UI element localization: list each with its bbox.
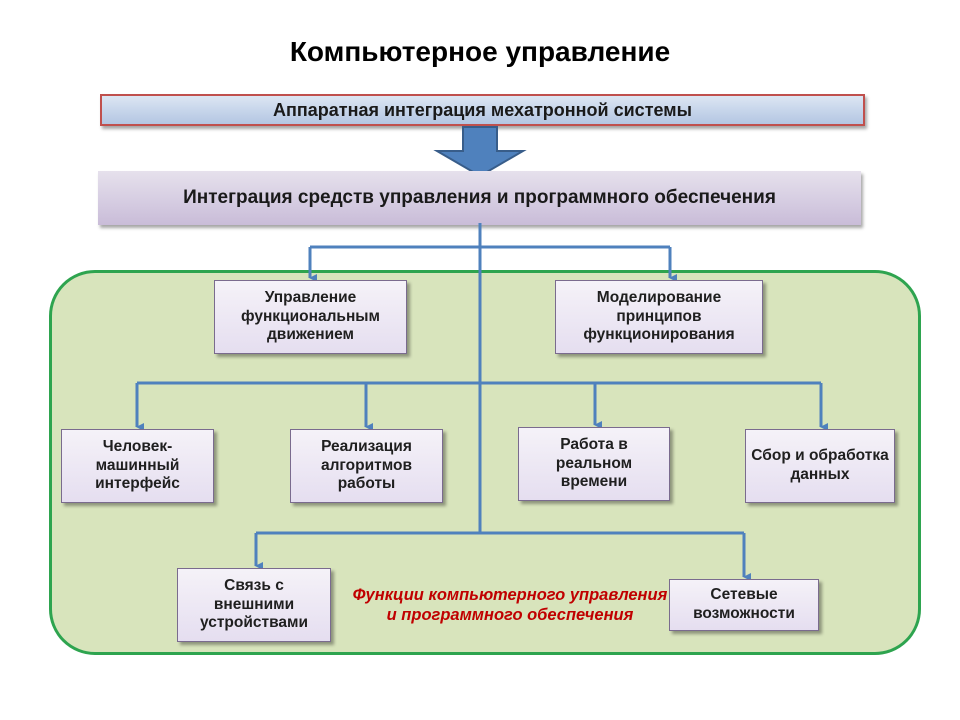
box-hmi: Человек-машинный интерфейс: [61, 429, 214, 503]
functions-caption: Функции компьютерного управления и прогр…: [352, 586, 668, 625]
hardware-integration-banner: Аппаратная интеграция мехатронной систем…: [100, 94, 865, 126]
box-data-processing: Сбор и обработка данных: [745, 429, 895, 503]
software-integration-banner: Интеграция средств управления и программ…: [98, 171, 861, 225]
box-motion-control: Управление функциональным движением: [214, 280, 407, 354]
box-external-devices: Связь с внешними устройствами: [177, 568, 331, 642]
box-network: Сетевые возможности: [669, 579, 819, 631]
box-modeling: Моделирование принципов функционирования: [555, 280, 763, 354]
box-realtime: Работа в реальном времени: [518, 427, 670, 501]
down-arrow-icon: [433, 126, 527, 178]
page-title: Компьютерное управление: [289, 36, 671, 67]
box-algorithms: Реализация алгоритмов работы: [290, 429, 443, 503]
